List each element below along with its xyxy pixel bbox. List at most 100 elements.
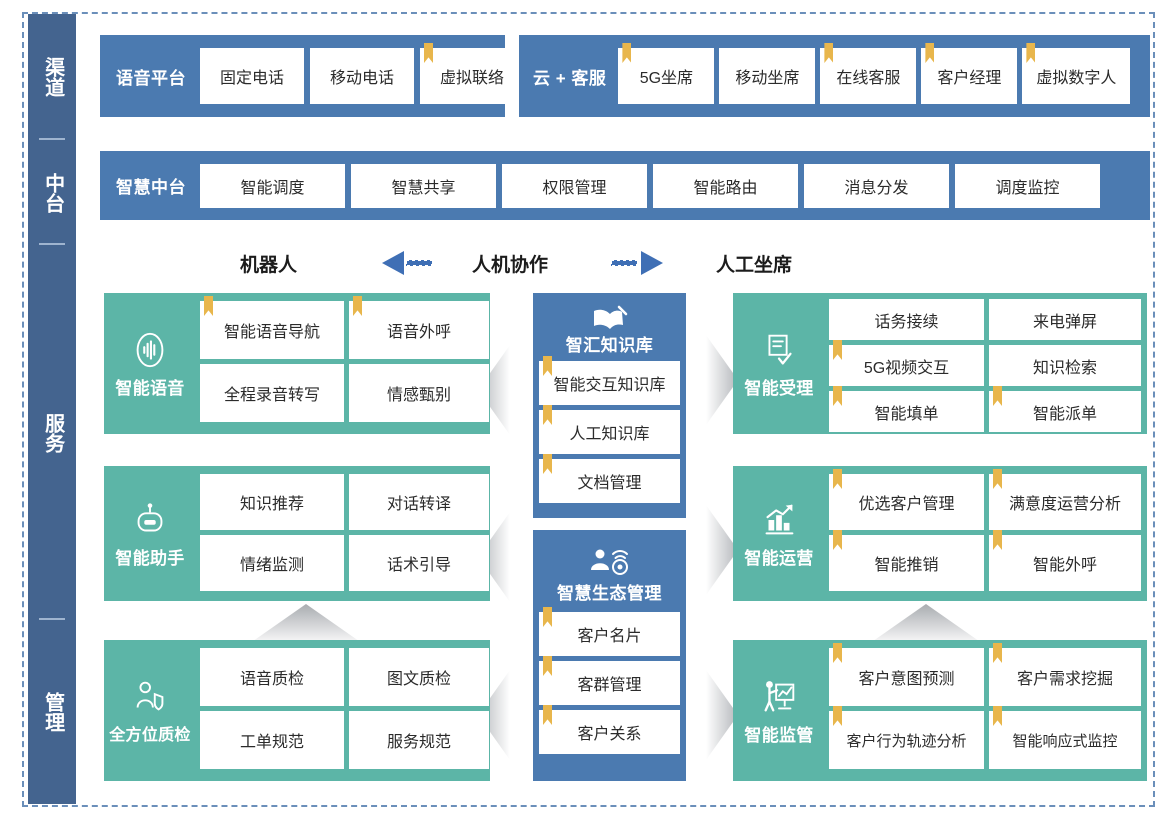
chip-virtual-human[interactable]: 虚拟数字人 xyxy=(1022,48,1131,104)
item-label: 客户名片 xyxy=(577,628,642,645)
item-knowledge-retrieval[interactable]: 知识检索 xyxy=(989,345,1141,386)
chip-label: 消息分发 xyxy=(844,179,909,197)
group-smart-voice-label: 智能语音 xyxy=(115,378,185,398)
group-smart-acceptance: 智能受理 话务接续 来电弹屏 5G视频交互 知识检索 智能填单 智能派单 xyxy=(733,293,1147,434)
item-text-image-quality-inspection[interactable]: 图文质检 xyxy=(349,648,489,706)
chip-message-distribution[interactable]: 消息分发 xyxy=(804,163,949,208)
item-customer-relationship[interactable]: 客户关系 xyxy=(539,710,680,754)
knowledge-base-list: 智能交互知识库 人工知识库 文档管理 xyxy=(539,361,680,503)
item-customer-behavior-trajectory-analysis[interactable]: 客户行为轨迹分析 xyxy=(829,711,984,769)
voice-platform-panel: 语音平台 固定电话 移动电话 虚拟联络 xyxy=(100,35,524,117)
item-work-order-standard[interactable]: 工单规范 xyxy=(200,711,344,769)
item-customer-group-management[interactable]: 客群管理 xyxy=(539,661,680,705)
group-smart-supervision-label: 智能监管 xyxy=(744,725,814,745)
chevron-right-connector-1 xyxy=(706,335,738,425)
item-label: 情绪监测 xyxy=(239,557,304,574)
item-service-standard[interactable]: 服务规范 xyxy=(349,711,489,769)
mid-platform-title: 智慧中台 xyxy=(116,178,186,197)
item-satisfaction-operation-analysis[interactable]: 满意度运营分析 xyxy=(989,474,1141,530)
chevron-left-connector-2 xyxy=(478,512,510,602)
chip-label: 客户经理 xyxy=(937,70,1002,87)
item-label: 来电弹屏 xyxy=(1032,313,1097,331)
chip-account-manager[interactable]: 客户经理 xyxy=(921,48,1018,104)
chip-mobile-phone[interactable]: 移动电话 xyxy=(310,48,414,104)
chip-label: 移动坐席 xyxy=(735,70,800,87)
item-manual-knowledge-base[interactable]: 人工知识库 xyxy=(539,410,680,454)
chevron-right-connector-3 xyxy=(706,670,738,760)
item-smart-form-filling[interactable]: 智能填单 xyxy=(829,391,984,432)
item-label: 人工知识库 xyxy=(569,426,650,443)
chip-fixed-phone[interactable]: 固定电话 xyxy=(200,48,304,104)
arrow-right-icon xyxy=(610,251,663,275)
item-customer-intent-prediction[interactable]: 客户意图预测 xyxy=(829,648,984,706)
column-title-collaboration: 人机协作 xyxy=(472,255,549,276)
item-smart-dispatch-order[interactable]: 智能派单 xyxy=(989,391,1141,432)
item-emotion-monitoring[interactable]: 情绪监测 xyxy=(200,535,344,591)
item-label: 智能交互知识库 xyxy=(553,377,666,394)
chip-label: 智能路由 xyxy=(693,179,758,197)
item-incoming-call-popup[interactable]: 来电弹屏 xyxy=(989,299,1141,340)
item-interactive-knowledge-base[interactable]: 智能交互知识库 xyxy=(539,361,680,405)
triangle-up-connector-right xyxy=(866,604,986,646)
column-title-human-agent: 人工坐席 xyxy=(716,255,793,276)
ecosystem-header: 智慧生态管理 xyxy=(539,536,680,612)
item-emotion-discrimination[interactable]: 情感甄别 xyxy=(349,364,489,422)
ecosystem-title: 智慧生态管理 xyxy=(557,583,662,603)
growth-chart-icon xyxy=(765,504,794,534)
rail-divider-1 xyxy=(39,138,65,140)
group-smart-acceptance-label: 智能受理 xyxy=(744,378,814,398)
group-smart-supervision: 智能监管 客户意图预测 客户需求挖掘 客户行为轨迹分析 智能响应式监控 xyxy=(733,640,1147,781)
item-voice-quality-inspection[interactable]: 语音质检 xyxy=(200,648,344,706)
item-label: 情感甄别 xyxy=(386,387,451,404)
item-customer-profile-card[interactable]: 客户名片 xyxy=(539,612,680,656)
form-check-icon xyxy=(768,334,792,365)
item-smart-responsive-monitoring[interactable]: 智能响应式监控 xyxy=(989,711,1141,769)
chip-label: 智慧共享 xyxy=(391,179,456,197)
item-label: 知识推荐 xyxy=(239,496,304,513)
chip-permission-management[interactable]: 权限管理 xyxy=(502,163,647,208)
item-preferred-customer-management[interactable]: 优选客户管理 xyxy=(829,474,984,530)
rail-segment-midplatform: 中台 xyxy=(28,140,76,245)
item-full-recording-transcription[interactable]: 全程录音转写 xyxy=(200,364,344,422)
chip-virtual-contact[interactable]: 虚拟联络 xyxy=(420,48,524,104)
item-customer-demand-mining[interactable]: 客户需求挖掘 xyxy=(989,648,1141,706)
chip-smart-sharing[interactable]: 智慧共享 xyxy=(351,163,496,208)
item-label: 客户关系 xyxy=(577,726,642,743)
knowledge-base-header: 智汇知识库 xyxy=(539,299,680,361)
group-quality-inspection: 全方位质检 语音质检 图文质检 工单规范 服务规范 xyxy=(104,640,490,781)
item-label: 语音外呼 xyxy=(386,324,451,341)
center-stack-knowledge-base: 智汇知识库 智能交互知识库 人工知识库 文档管理 xyxy=(533,293,686,518)
item-label: 客群管理 xyxy=(577,677,642,694)
item-smart-voice-navigation[interactable]: 智能语音导航 xyxy=(200,301,344,359)
item-smart-marketing[interactable]: 智能推销 xyxy=(829,535,984,591)
chip-smart-dispatch[interactable]: 智能调度 xyxy=(200,163,345,208)
chip-dispatch-monitoring[interactable]: 调度监控 xyxy=(955,163,1100,208)
item-document-management[interactable]: 文档管理 xyxy=(539,459,680,503)
item-label: 智能派单 xyxy=(1032,405,1097,423)
chip-label: 权限管理 xyxy=(542,179,607,197)
item-label: 话务接续 xyxy=(874,313,939,331)
item-label: 文档管理 xyxy=(577,475,642,492)
open-book-icon xyxy=(593,305,627,329)
item-smart-outbound-call[interactable]: 智能外呼 xyxy=(989,535,1141,591)
item-label: 智能语音导航 xyxy=(223,324,320,341)
group-smart-voice: 智能语音 智能语音导航 语音外呼 全程录音转写 情感甄别 xyxy=(104,293,490,434)
chip-5g-seat[interactable]: 5G坐席 xyxy=(618,48,715,104)
chip-mobile-seat[interactable]: 移动坐席 xyxy=(719,48,816,104)
item-call-continuation[interactable]: 话务接续 xyxy=(829,299,984,340)
item-knowledge-recommendation[interactable]: 知识推荐 xyxy=(200,474,344,530)
group-smart-operations-label: 智能运营 xyxy=(744,548,814,568)
chip-smart-routing[interactable]: 智能路由 xyxy=(653,163,798,208)
item-label: 知识检索 xyxy=(1032,359,1097,377)
item-label: 服务规范 xyxy=(386,734,451,751)
knowledge-base-title: 智汇知识库 xyxy=(565,335,654,355)
ecosystem-icon xyxy=(590,549,628,575)
item-label: 满意度运营分析 xyxy=(1008,496,1121,513)
item-dialogue-translation[interactable]: 对话转译 xyxy=(349,474,489,530)
item-voice-outbound[interactable]: 语音外呼 xyxy=(349,301,489,359)
group-smart-assistant-label: 智能助手 xyxy=(115,548,185,568)
rail-segment-service: 服务 xyxy=(28,245,76,620)
item-script-guidance[interactable]: 话术引导 xyxy=(349,535,489,591)
chip-online-service[interactable]: 在线客服 xyxy=(820,48,917,104)
item-5g-video-interaction[interactable]: 5G视频交互 xyxy=(829,345,984,386)
